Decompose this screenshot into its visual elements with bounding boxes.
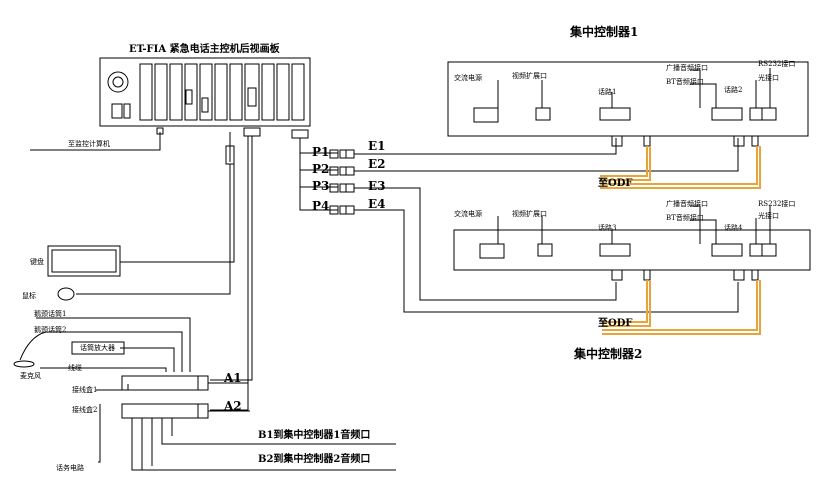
keyboard-icon <box>47 245 121 277</box>
b1-label: B1到集中控制器1音频口 <box>258 428 370 441</box>
main-unit-title: ET-FIA 紧急电话主控机后视画板 <box>129 42 281 55</box>
junction-box-2 <box>121 403 199 419</box>
mic-label: 鹅颈话筒1 <box>34 309 66 318</box>
line-e1: E1 <box>368 139 386 153</box>
controller1-panel <box>447 61 809 137</box>
mouse-label: 鼠标 <box>22 291 36 300</box>
c2-term1: 话路3 <box>598 223 616 232</box>
expansion-slots <box>139 63 305 121</box>
a1-label: A1 <box>223 371 242 385</box>
mic2-label: 鹅颈话筒2 <box>34 325 66 334</box>
c1-fiber: 光接口 <box>758 73 779 82</box>
line-e3: E3 <box>368 179 386 193</box>
c1-power: 交流电源 <box>454 73 482 82</box>
controller2-panel <box>453 229 811 271</box>
box1-label: 接线盒1 <box>72 385 97 394</box>
c2-bcast: 广播音频接口 <box>666 199 708 208</box>
c2-rs: RS232接口 <box>758 199 795 208</box>
c2-odf: 至ODF <box>598 317 632 329</box>
c1-odf: 至ODF <box>598 177 632 189</box>
box2-label: 接线盒2 <box>72 405 97 414</box>
mouse-icon <box>57 287 75 301</box>
keyboard-label: 键盘 <box>30 257 44 266</box>
c2-bt: BT音频接口 <box>666 213 704 222</box>
c2-term2: 话路4 <box>724 223 743 232</box>
speaker-label: 麦克风 <box>20 371 41 380</box>
junction-box-1 <box>121 375 199 391</box>
line-label: 线缆 <box>68 363 82 372</box>
c1-bt: BT音频接口 <box>666 77 704 86</box>
mic-amplifier <box>71 341 125 355</box>
port-p2: P2 <box>312 162 329 176</box>
line-e4: E4 <box>368 197 386 211</box>
host-label: 至监控计算机 <box>68 139 110 148</box>
controller2-title: 集中控制器2 <box>573 346 642 361</box>
c1-term2: 话路2 <box>724 85 742 94</box>
line-e2: E2 <box>368 157 386 171</box>
c2-fiber: 光接口 <box>758 211 779 220</box>
controller1-title: 集中控制器1 <box>569 24 638 39</box>
c1-bcast: 广播音频接口 <box>666 63 708 72</box>
a2-label: A2 <box>223 399 242 413</box>
gooseneck-mic-icon <box>19 331 47 361</box>
c2-ext: 视频扩展口 <box>512 209 547 218</box>
port-connectors <box>329 149 355 215</box>
port-p3: P3 <box>312 179 329 193</box>
c1-ext: 视频扩展口 <box>512 71 547 80</box>
fan-icon <box>107 71 129 93</box>
c2-power: 交流电源 <box>454 209 482 218</box>
phone-label: 话务电路 <box>56 463 84 472</box>
c1-term1: 话路1 <box>598 87 616 96</box>
port-p4: P4 <box>312 199 329 213</box>
amp-label: 话筒放大器 <box>80 343 115 352</box>
port-p1: P1 <box>312 145 329 159</box>
c1-rs: RS232接口 <box>758 59 795 68</box>
b2-label: B2到集中控制器2音频口 <box>258 452 370 465</box>
main-unit-panel <box>99 57 311 127</box>
